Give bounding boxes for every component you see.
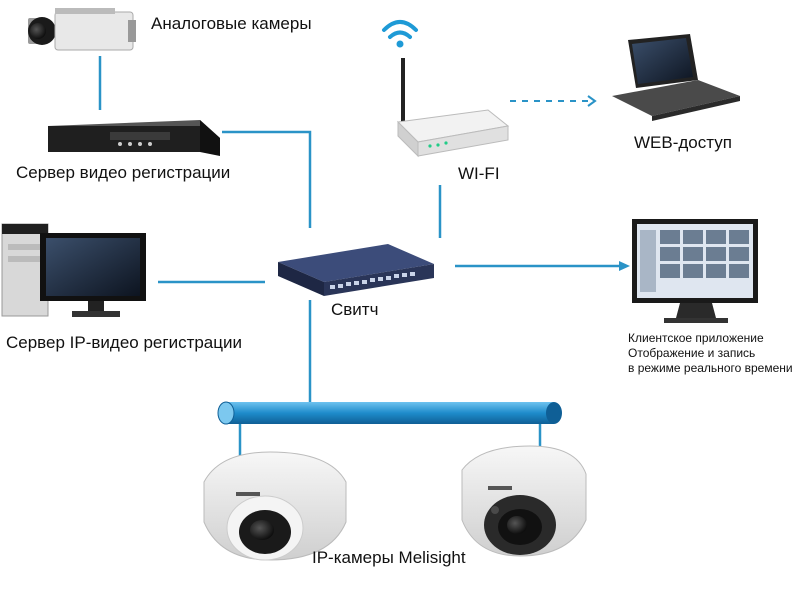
arrow-to-client xyxy=(455,261,630,271)
label-wifi: WI-FI xyxy=(458,164,500,183)
label-client-app-line2: Отображение и запись xyxy=(628,346,756,360)
network-switch-icon xyxy=(278,244,434,296)
analog-camera-icon xyxy=(28,8,136,51)
ethernet-bus xyxy=(217,401,562,425)
wifi-signal-icon xyxy=(382,20,418,39)
label-ip-cameras: IP-камеры Melisight xyxy=(312,548,466,567)
dashed-arrow-to-web xyxy=(510,95,597,107)
label-dvr: Сервер видео регистрации xyxy=(16,163,231,182)
line-dvr-to-switch xyxy=(222,130,312,228)
ip-dome-camera-right-icon xyxy=(461,445,587,557)
client-monitor-icon xyxy=(632,219,758,323)
connection-lines xyxy=(98,56,542,460)
label-client-app-line3: в режиме реального времени xyxy=(628,361,793,375)
wifi-router-icon xyxy=(382,20,510,158)
label-web-access: WEB-доступ xyxy=(634,133,732,152)
laptop-icon xyxy=(612,34,740,121)
label-client-app-line1: Клиентское приложение xyxy=(628,331,764,345)
ip-dome-camera-left-icon xyxy=(203,451,347,561)
label-switch: Свитч xyxy=(331,300,379,319)
label-nvr: Сервер IP-видео регистрации xyxy=(6,333,242,352)
label-analog-cameras: Аналоговые камеры xyxy=(151,14,312,33)
dvr-icon xyxy=(48,120,220,156)
nvr-computer-icon xyxy=(1,223,146,317)
